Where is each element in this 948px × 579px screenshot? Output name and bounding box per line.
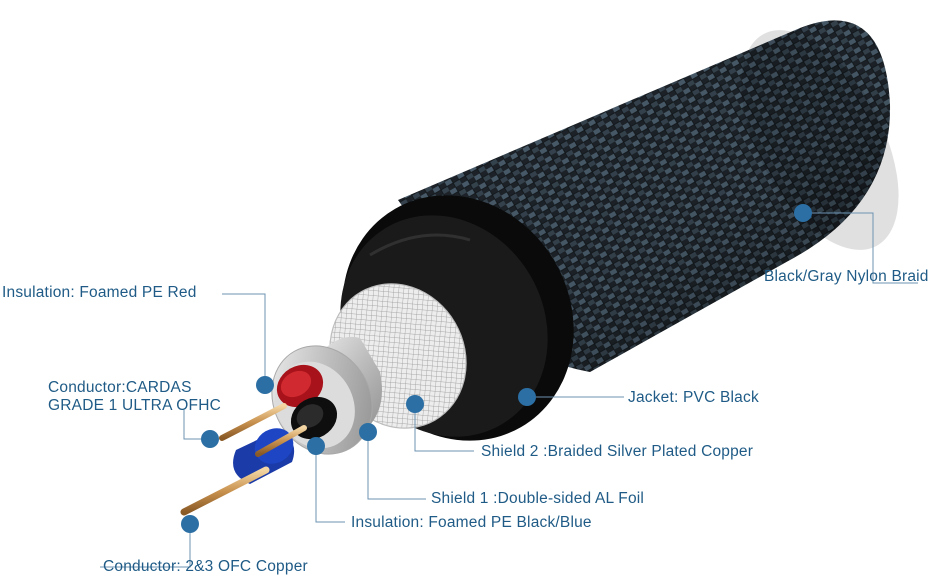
callout-dot-conductor-ofc <box>181 515 199 533</box>
callout-dot-shield2 <box>406 395 424 413</box>
callout-dots <box>181 204 812 533</box>
label-conductor-cardas: Conductor:CARDAS GRADE 1 ULTRA OFHC <box>48 379 221 415</box>
callout-dot-nylon-braid <box>794 204 812 222</box>
label-shield1: Shield 1 :Double-sided AL Foil <box>431 490 645 507</box>
label-insulation-red: Insulation: Foamed PE Red <box>2 284 197 301</box>
red-insulation-core <box>276 364 324 408</box>
label-conductor-ofc: Conductor: 2&3 OFC Copper <box>103 558 308 575</box>
callout-dot-jacket <box>518 388 536 406</box>
label-jacket: Jacket: PVC Black <box>628 389 759 406</box>
label-insulation-black-blue: Insulation: Foamed PE Black/Blue <box>351 514 592 531</box>
copper-conductors <box>180 403 307 516</box>
callout-dot-conductor-cardas <box>201 430 219 448</box>
callout-dot-insulation-red <box>256 376 274 394</box>
label-nylon-braid: Black/Gray Nylon Braid <box>764 268 929 285</box>
leader-lines <box>100 212 918 568</box>
label-conductor-cardas-line2: GRADE 1 ULTRA OFHC <box>48 397 221 414</box>
label-shield2: Shield 2 :Braided Silver Plated Copper <box>481 443 754 460</box>
label-conductor-cardas-line1: Conductor:CARDAS <box>48 379 192 396</box>
callout-dot-insulation-black-blue <box>307 437 325 455</box>
callout-dot-shield1 <box>359 423 377 441</box>
